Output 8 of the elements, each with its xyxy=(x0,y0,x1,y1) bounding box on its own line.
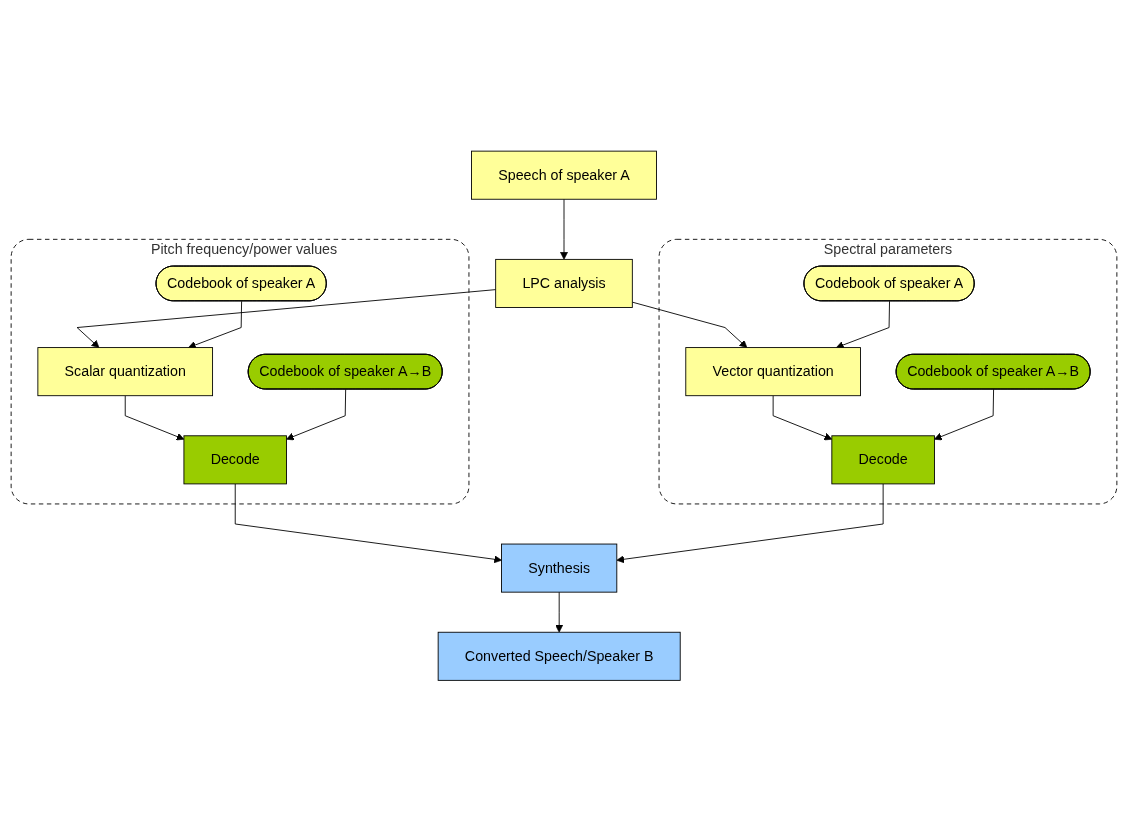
node-box: LPC analysis xyxy=(495,258,633,308)
node-box: Vector quantization xyxy=(685,346,861,396)
node-box: Synthesis xyxy=(501,543,618,593)
node-box: Decode xyxy=(831,435,935,485)
node-box: Scalar quantization xyxy=(37,346,214,396)
node-box: Speech of speaker A xyxy=(471,150,657,200)
node-box: Converted Speech/Speaker B xyxy=(437,631,681,681)
node-box: Decode xyxy=(183,435,287,485)
